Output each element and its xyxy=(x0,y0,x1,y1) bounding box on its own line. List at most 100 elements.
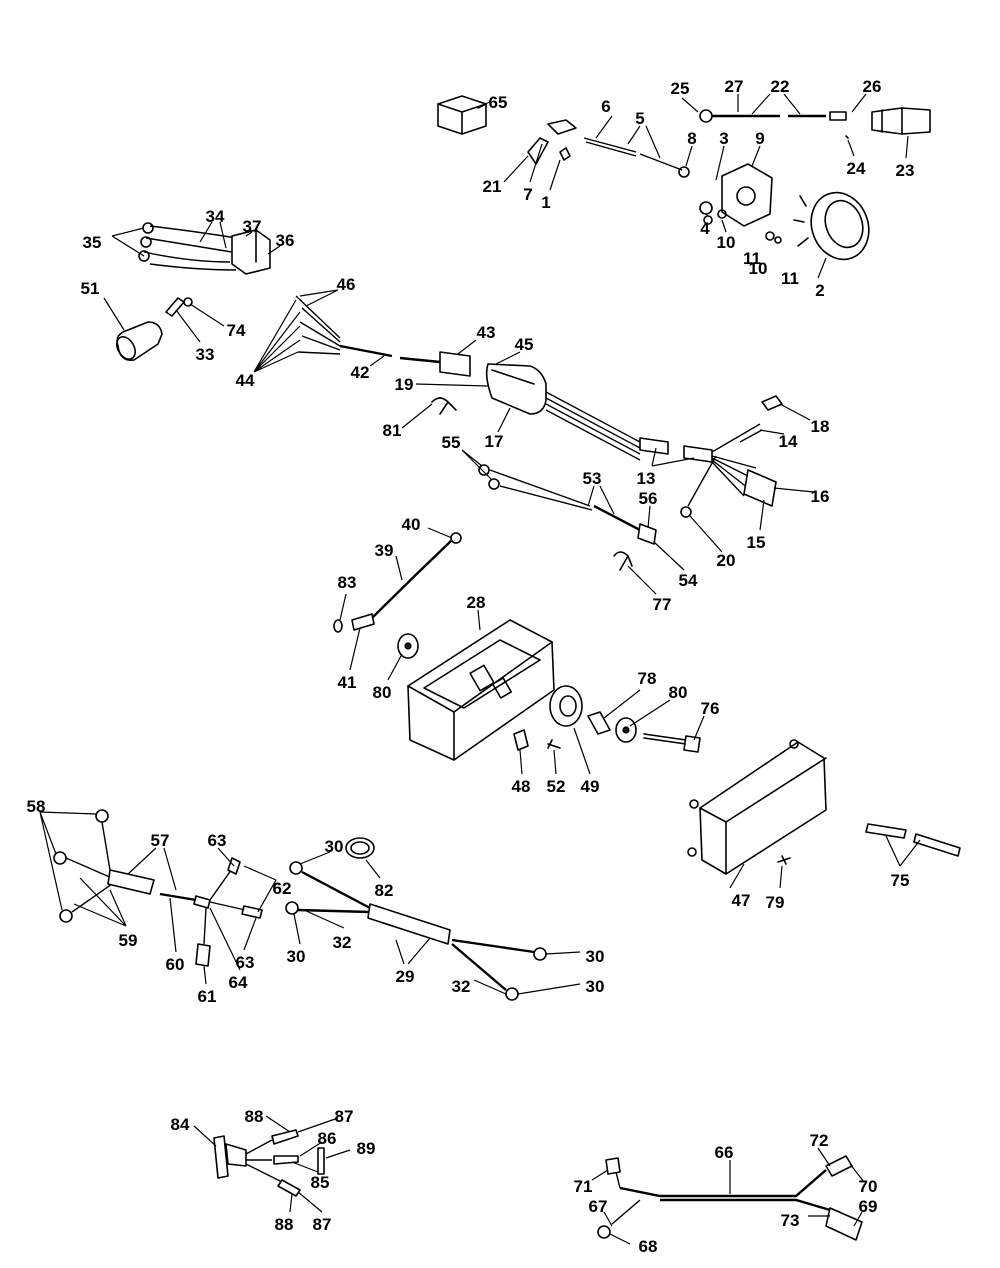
callout-85: 85 xyxy=(311,1173,330,1192)
main-harness-42 xyxy=(295,295,641,461)
clip-77 xyxy=(613,551,633,571)
callout-52: 52 xyxy=(547,777,566,796)
callout-84: 84 xyxy=(171,1115,190,1134)
callout-89: 89 xyxy=(357,1139,376,1158)
callout-33: 33 xyxy=(196,345,215,364)
callout-13: 13 xyxy=(637,469,656,488)
callout-51: 51 xyxy=(81,279,100,298)
harness-13 xyxy=(639,395,783,518)
callout-49: 49 xyxy=(581,777,600,796)
harness-29 xyxy=(285,861,547,1001)
cable-53 xyxy=(478,464,657,545)
callout-81: 81 xyxy=(383,421,402,440)
callout-48: 48 xyxy=(512,777,531,796)
callout-29: 29 xyxy=(396,967,415,986)
callout-76: 76 xyxy=(701,699,720,718)
callout-3: 3 xyxy=(719,129,728,148)
callout-10: 10 xyxy=(749,259,768,278)
callout-70: 70 xyxy=(859,1177,878,1196)
harness-57 xyxy=(53,809,263,967)
callout-87: 87 xyxy=(335,1107,354,1126)
callout-20: 20 xyxy=(717,551,736,570)
callout-32: 32 xyxy=(333,933,352,952)
callout-11: 11 xyxy=(781,269,799,288)
callout-15: 15 xyxy=(747,533,766,552)
callout-63: 63 xyxy=(208,831,227,850)
tubes-75 xyxy=(865,823,961,857)
washer-80 xyxy=(397,633,637,743)
callout-30: 30 xyxy=(287,947,306,966)
callout-61: 61 xyxy=(198,987,217,1006)
boot-51 xyxy=(116,297,193,362)
callout-44: 44 xyxy=(236,371,255,390)
callout-83: 83 xyxy=(338,573,357,592)
callout-30: 30 xyxy=(586,977,605,996)
callout-32: 32 xyxy=(452,977,471,996)
callout-28: 28 xyxy=(467,593,486,612)
callout-63: 63 xyxy=(236,953,255,972)
leader-lines xyxy=(39,93,921,1245)
clamp-82 xyxy=(345,837,375,859)
callout-17: 17 xyxy=(485,432,504,451)
callout-4: 4 xyxy=(700,219,710,238)
bracket-9 xyxy=(699,163,782,244)
callout-53: 53 xyxy=(583,469,602,488)
callout-69: 69 xyxy=(859,1197,878,1216)
callout-79: 79 xyxy=(766,893,785,912)
callout-18: 18 xyxy=(811,417,830,436)
callout-74: 74 xyxy=(227,321,246,340)
callout-55: 55 xyxy=(442,433,461,452)
callout-64: 64 xyxy=(229,973,248,992)
callout-21: 21 xyxy=(483,177,502,196)
callout-19: 19 xyxy=(395,375,414,394)
callout-35: 35 xyxy=(83,233,102,252)
callout-75: 75 xyxy=(891,871,910,890)
cover-47 xyxy=(687,739,827,875)
callout-24: 24 xyxy=(847,159,866,178)
callout-37: 37 xyxy=(243,217,262,236)
callout-40: 40 xyxy=(402,515,421,534)
callout-27: 27 xyxy=(725,77,744,96)
relay-part-65 xyxy=(437,95,487,135)
callout-26: 26 xyxy=(863,77,882,96)
callout-78: 78 xyxy=(638,669,657,688)
clip-81 xyxy=(431,397,457,415)
callout-73: 73 xyxy=(781,1211,800,1230)
clamp-48 xyxy=(513,729,561,751)
cable-22 xyxy=(699,107,931,139)
callout-56: 56 xyxy=(639,489,658,508)
cable-5 xyxy=(583,137,690,178)
callout-59: 59 xyxy=(119,931,138,950)
callout-66: 66 xyxy=(715,1143,734,1162)
callout-45: 45 xyxy=(515,335,534,354)
harness-34 xyxy=(138,222,271,275)
callout-30: 30 xyxy=(586,947,605,966)
callout-42: 42 xyxy=(351,363,370,382)
callout-30: 30 xyxy=(325,837,344,856)
callout-62: 62 xyxy=(273,879,292,898)
grommet-49 xyxy=(549,685,701,753)
callout-36: 36 xyxy=(276,231,295,250)
connector-84 xyxy=(213,1129,325,1197)
callout-80: 80 xyxy=(373,683,392,702)
callout-43: 43 xyxy=(477,323,496,342)
callout-47: 47 xyxy=(732,891,751,910)
callout-77: 77 xyxy=(653,595,672,614)
callout-39: 39 xyxy=(375,541,394,560)
callout-67: 67 xyxy=(589,1197,608,1216)
callout-54: 54 xyxy=(679,571,698,590)
switch-bracket-7 xyxy=(527,119,577,165)
callout-46: 46 xyxy=(337,275,356,294)
callout-7: 7 xyxy=(523,185,532,204)
callout-23: 23 xyxy=(896,161,915,180)
callout-34: 34 xyxy=(206,207,225,226)
callout-10: 10 xyxy=(717,233,736,252)
callout-72: 72 xyxy=(810,1131,829,1150)
callout-60: 60 xyxy=(166,955,185,974)
callout-82: 82 xyxy=(375,881,394,900)
power-pack-28 xyxy=(407,619,555,761)
callout-87: 87 xyxy=(313,1215,332,1234)
callout-58: 58 xyxy=(27,797,46,816)
